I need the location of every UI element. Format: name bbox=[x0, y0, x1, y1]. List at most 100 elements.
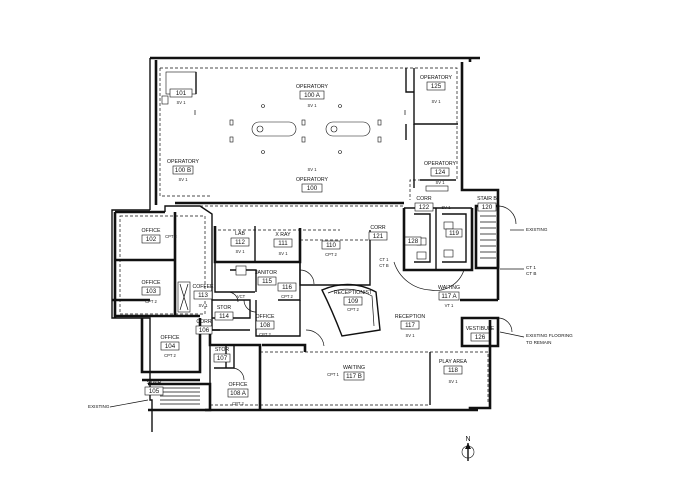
finish-boundaries bbox=[119, 67, 489, 406]
room-finish: SV 1 bbox=[176, 100, 186, 105]
room-101: 101 SV 1 bbox=[169, 88, 193, 105]
room-number: 101 bbox=[176, 90, 187, 97]
room-number: 100 A bbox=[304, 92, 321, 99]
room-finish: SV 1 bbox=[441, 205, 451, 210]
room-name: VESTIBULE bbox=[466, 326, 495, 332]
room-112: LAB 112 SV 1 bbox=[230, 231, 250, 254]
room-name: X RAY bbox=[275, 232, 291, 238]
note-text: EXISTING bbox=[526, 227, 548, 232]
room-name: CORR bbox=[416, 196, 432, 202]
room-number: 116 bbox=[282, 284, 292, 291]
room-finish: SV 1 bbox=[198, 303, 208, 308]
room-finish: SV 1 bbox=[307, 103, 317, 108]
room-finish: CPT 2 bbox=[325, 252, 337, 257]
room-number: 100 bbox=[307, 185, 318, 192]
room-100: SV 1 OPERATORY 100 bbox=[296, 167, 329, 193]
room-118: PLAY AREA 118 SV 1 bbox=[439, 359, 468, 384]
room-finish: VT 1 bbox=[445, 303, 454, 308]
room-number: 104 bbox=[165, 343, 176, 350]
room-name: PLAY AREA bbox=[439, 359, 468, 365]
room-name: CORR bbox=[370, 225, 386, 231]
room-toilet-1: 128 bbox=[404, 236, 422, 246]
room-115: JANITOR 115 bbox=[255, 270, 277, 286]
note-text: EXISTING bbox=[88, 404, 110, 409]
room-117b: WAITING CPT 1 117 B bbox=[327, 365, 365, 381]
room-number: 102 bbox=[146, 236, 157, 243]
room-name: LAB bbox=[235, 231, 245, 237]
room-name: OFFICE bbox=[255, 314, 275, 320]
room-number: 120 bbox=[482, 204, 493, 211]
ct1-tag: CT 1 bbox=[380, 257, 390, 262]
room-number: 128 bbox=[408, 238, 419, 245]
room-114: STOR 114 bbox=[214, 305, 234, 321]
room-finish: SV 1 bbox=[307, 167, 317, 172]
lower-left-walls bbox=[208, 330, 307, 410]
room-number: 111 bbox=[278, 240, 288, 247]
room-number: 121 bbox=[373, 233, 384, 240]
room-finish: CPT 2 bbox=[259, 332, 271, 337]
north-label: N bbox=[465, 436, 470, 443]
room-102: OFFICE 102 CPT 2 bbox=[141, 228, 178, 244]
room-109: RECEPTIONIST 109 CPT 2 bbox=[334, 290, 373, 312]
room-name: STAIR bbox=[147, 380, 162, 386]
room-number: 114 bbox=[219, 313, 229, 320]
room-number: 117 B bbox=[346, 373, 362, 380]
operatory-walls bbox=[161, 68, 458, 205]
room-100a: OPERATORY 100 A SV 1 bbox=[296, 84, 329, 108]
room-100b: OPERATORY 100 B SV 1 bbox=[167, 159, 200, 182]
room-number: 110 bbox=[326, 242, 336, 249]
room-number: 108 A bbox=[230, 390, 247, 397]
room-finish: SV 1 bbox=[235, 249, 245, 254]
room-finish: CPT 2 bbox=[232, 401, 244, 406]
room-finish: CPT 1 bbox=[327, 372, 339, 377]
room-finish: SV 1 bbox=[278, 251, 288, 256]
room-number: 115 bbox=[262, 278, 272, 285]
room-108a: OFFICE 108 A CPT 2 bbox=[227, 382, 249, 406]
room-name: OFFICE bbox=[141, 228, 161, 234]
room-finish: SV 1 bbox=[178, 177, 188, 182]
room-name: OPERATORY bbox=[424, 161, 457, 167]
room-116: 116 CPT 2 bbox=[277, 282, 297, 299]
room-number: 107 bbox=[217, 355, 228, 362]
room-name: STOR bbox=[217, 305, 232, 311]
room-number: 117 bbox=[405, 322, 415, 329]
room-number: 126 bbox=[475, 334, 486, 341]
room-name: WAITING bbox=[438, 285, 460, 291]
office-walls bbox=[113, 205, 213, 412]
room-122: CORR 122 SV 1 bbox=[414, 196, 451, 212]
note-text: CT B bbox=[526, 271, 536, 276]
room-name: OPERATORY bbox=[296, 177, 329, 183]
note-existing-right: EXISTING bbox=[510, 227, 548, 232]
room-name: OPERATORY bbox=[167, 159, 200, 165]
room-name: STAIR B bbox=[477, 196, 497, 202]
room-number: 124 bbox=[435, 169, 446, 176]
room-121: CORR 121 bbox=[368, 225, 388, 241]
note-ct-right: CT 1 CT B bbox=[500, 265, 536, 276]
room-108: OFFICE 108 CPT 2 bbox=[255, 314, 275, 337]
note-flooring: EXISTING FLOORING TO REMAIN bbox=[499, 331, 573, 345]
room-finish: SV 1 bbox=[405, 333, 415, 338]
note-text: CT 1 bbox=[526, 265, 536, 270]
room-name: JANITOR bbox=[255, 270, 277, 276]
room-finish: SV 1 bbox=[431, 99, 441, 104]
room-name: RECEPTION bbox=[395, 314, 426, 320]
room-finish: CPT 2 bbox=[145, 299, 157, 304]
room-number: 117 A bbox=[441, 293, 457, 300]
room-number: 125 bbox=[431, 83, 442, 90]
room-name: STOR bbox=[215, 347, 230, 353]
core-walls bbox=[211, 226, 381, 347]
room-finish: CPT 2 bbox=[347, 307, 359, 312]
room-stair-b: STAIR B 120 bbox=[477, 196, 497, 212]
room-number: 106 bbox=[199, 327, 210, 334]
room-107: STOR 107 bbox=[213, 347, 231, 363]
room-124: OPERATORY 124 SV 1 bbox=[424, 161, 457, 185]
room-number: 103 bbox=[146, 288, 157, 295]
room-name: CORR bbox=[196, 319, 212, 325]
room-103: OFFICE 103 CPT 2 bbox=[141, 280, 161, 304]
room-106: CORR 106 bbox=[195, 319, 213, 335]
north-arrowhead-icon bbox=[465, 443, 471, 449]
room-toilet-2: 119 bbox=[445, 228, 463, 238]
room-number: 118 bbox=[448, 367, 458, 374]
note-existing-left: EXISTING bbox=[88, 399, 149, 409]
room-111: X RAY 111 SV 1 bbox=[273, 232, 293, 256]
